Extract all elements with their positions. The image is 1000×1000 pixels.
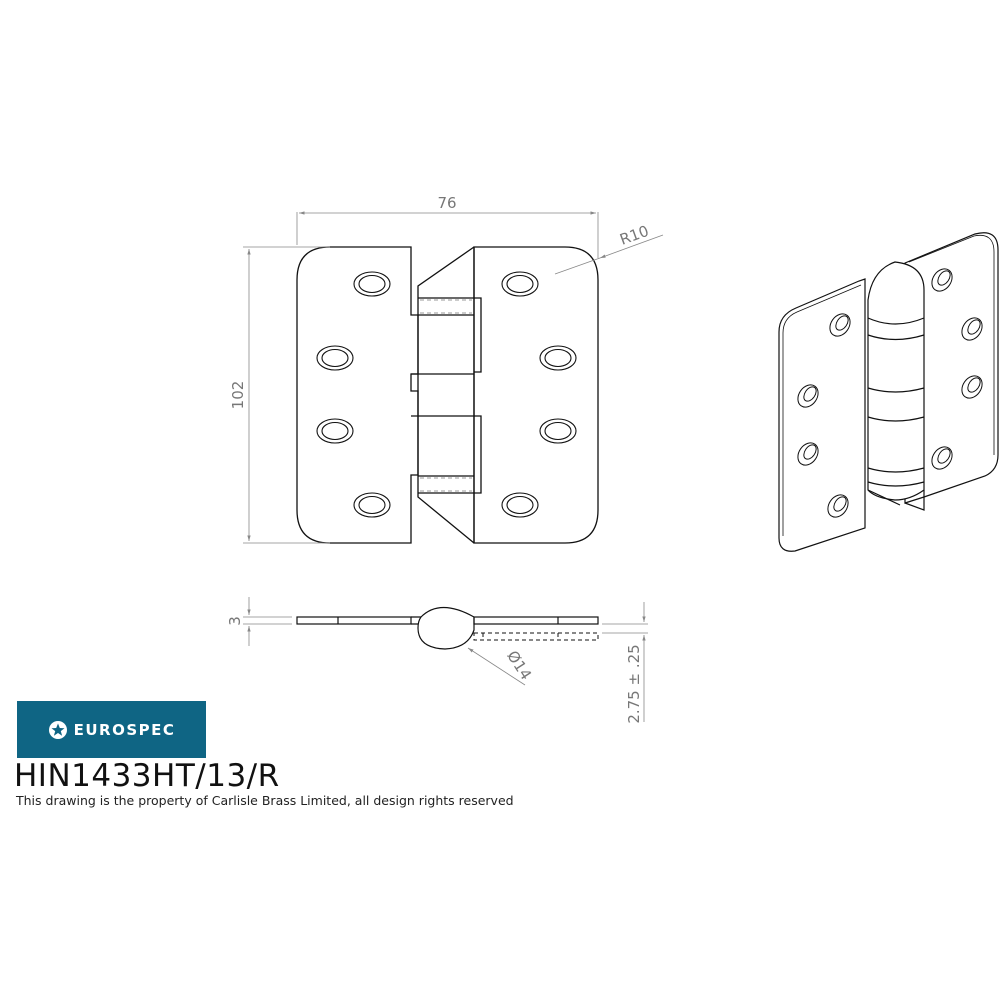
side-view (296, 606, 599, 650)
width-dimension-label: 76 (437, 194, 456, 212)
eurospec-logo: EUROSPEC (17, 701, 206, 758)
screw-holes-left (316, 271, 391, 518)
right-leaf-outline (473, 246, 599, 544)
radius-dimension-label: R10 (617, 222, 651, 249)
left-leaf-outline (296, 246, 419, 544)
copyright-notice: This drawing is the property of Carlisle… (16, 793, 514, 808)
part-number: HIN1433HT/13/R (14, 758, 280, 794)
side-dimensions (243, 597, 648, 722)
screw-holes-right (501, 271, 577, 518)
front-view (296, 246, 599, 544)
front-dimensions (243, 211, 664, 544)
iso-knuckle (867, 261, 925, 501)
height-dimension-label: 102 (229, 381, 247, 410)
isometric-view (778, 232, 999, 552)
gap-dimension-label: 2.75 ± .25 (625, 644, 643, 723)
iso-screw-holes (797, 268, 983, 518)
iso-left-leaf (778, 278, 866, 552)
diameter-dimension-label: Ø14 (503, 647, 535, 683)
iso-right-leaf (904, 232, 999, 504)
thickness-dimension-label: 3 (226, 616, 244, 626)
knuckle-circle (417, 606, 475, 650)
star-in-circle-icon (48, 720, 67, 739)
brand-name: EUROSPEC (73, 720, 176, 739)
